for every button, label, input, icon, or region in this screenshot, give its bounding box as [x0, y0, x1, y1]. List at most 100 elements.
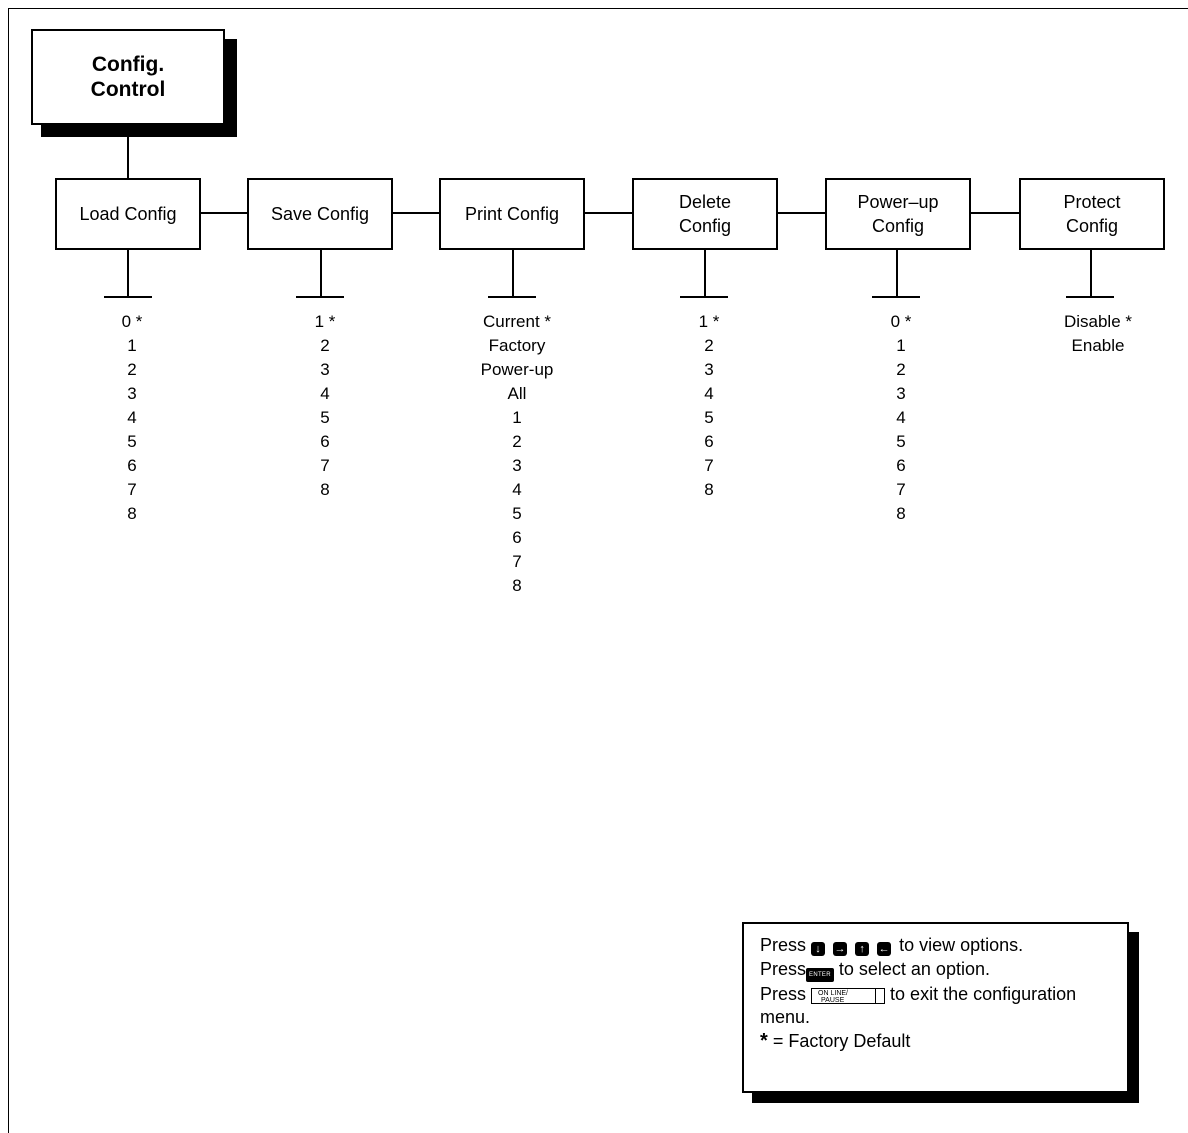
options-stem [127, 250, 129, 296]
option-item: 0 * [890, 312, 912, 331]
option-item: Enable [1071, 336, 1125, 355]
node-save-config: Save Config [247, 178, 393, 250]
option-item: 1 * [698, 312, 720, 331]
option-item: 5 [896, 432, 906, 451]
node-label-line: Save Config [270, 204, 370, 224]
up-arrow-key-icon: ↑ [855, 942, 870, 956]
option-item: 8 [320, 480, 330, 499]
legend-press-text: Press [760, 959, 807, 979]
node-label: Load Config [79, 202, 176, 226]
option-item: 1 [512, 408, 522, 427]
legend-star: * [760, 1030, 768, 1052]
node-connector [201, 212, 247, 214]
options-stem [1090, 250, 1092, 296]
root-node-label-line-1: Config. [91, 53, 165, 76]
online-pause-key-icon: ON LINE/PAUSE [811, 988, 886, 1004]
options-stem [704, 250, 706, 296]
option-item: 5 [512, 504, 522, 523]
option-item: 3 [896, 384, 906, 403]
option-item: 8 [127, 504, 137, 523]
option-item: All [507, 384, 527, 403]
options-list-save: 1 * 2 3 4 5 6 7 8 [255, 310, 395, 502]
options-list-protect: Disable * Enable [1028, 310, 1168, 358]
node-label-line: Config [1065, 216, 1119, 236]
options-bar [488, 296, 536, 298]
node-label-line: Power–up [857, 192, 939, 212]
option-item: 2 [512, 432, 522, 451]
node-label-line: Delete [678, 192, 732, 212]
option-item: 2 [320, 336, 330, 355]
root-node-config-control: Config. Control [31, 29, 225, 125]
option-item: 4 [896, 408, 906, 427]
option-item: 5 [320, 408, 330, 427]
option-item: 4 [704, 384, 714, 403]
option-item: 3 [704, 360, 714, 379]
option-item: 7 [127, 480, 137, 499]
options-bar [296, 296, 344, 298]
option-item: 6 [127, 456, 137, 475]
option-item: 8 [512, 576, 522, 595]
node-label-line: Load Config [79, 204, 177, 224]
option-item: 4 [512, 480, 522, 499]
options-bar [680, 296, 728, 298]
options-bar [1066, 296, 1114, 298]
option-item: 4 [320, 384, 330, 403]
page-frame [8, 8, 1188, 1133]
options-stem [512, 250, 514, 296]
option-item: 6 [320, 432, 330, 451]
online-key-label-2: PAUSE [821, 997, 845, 1004]
option-item: 3 [320, 360, 330, 379]
option-item: Current * [482, 312, 552, 331]
option-item: 1 [896, 336, 906, 355]
legend-exit-text: to exit the configuration menu. [760, 984, 1077, 1027]
options-stem [320, 250, 322, 296]
option-item: 1 * [314, 312, 336, 331]
option-item: Factory [488, 336, 546, 355]
option-item: 7 [512, 552, 522, 571]
node-print-config: Print Config [439, 178, 585, 250]
option-item: 2 [127, 360, 137, 379]
option-item: 6 [896, 456, 906, 475]
node-label-line: Protect [1063, 192, 1121, 212]
node-load-config: Load Config [55, 178, 201, 250]
legend-row-default: * = Factory Default [760, 1030, 1113, 1053]
legend-default-text: = Factory Default [772, 1031, 911, 1051]
node-connector [778, 212, 825, 214]
options-stem [896, 250, 898, 296]
enter-key-icon: ENTER [806, 968, 834, 982]
option-item: 2 [704, 336, 714, 355]
online-key-label-1: ON LINE/ [818, 990, 848, 997]
right-arrow-key-icon: → [833, 942, 848, 956]
option-item: 0 * [121, 312, 143, 331]
options-bar [872, 296, 920, 298]
node-label: Print Config [465, 202, 559, 226]
legend-press-text: Press [760, 935, 807, 955]
option-item: 8 [896, 504, 906, 523]
option-item: 7 [320, 456, 330, 475]
node-connector [393, 212, 439, 214]
option-item: 2 [896, 360, 906, 379]
root-connector [127, 137, 129, 178]
node-label-line: Config [871, 216, 925, 236]
option-item: 6 [512, 528, 522, 547]
option-item: 3 [127, 384, 137, 403]
down-arrow-key-icon: ↓ [811, 942, 826, 956]
left-arrow-key-icon: ← [877, 942, 892, 956]
option-item: 5 [127, 432, 137, 451]
option-item: 8 [704, 480, 714, 499]
node-connector [971, 212, 1019, 214]
option-item: 5 [704, 408, 714, 427]
node-label-line: Print Config [464, 204, 560, 224]
option-item: Disable * [1063, 312, 1133, 331]
option-item: 4 [127, 408, 137, 427]
option-item: 7 [704, 456, 714, 475]
